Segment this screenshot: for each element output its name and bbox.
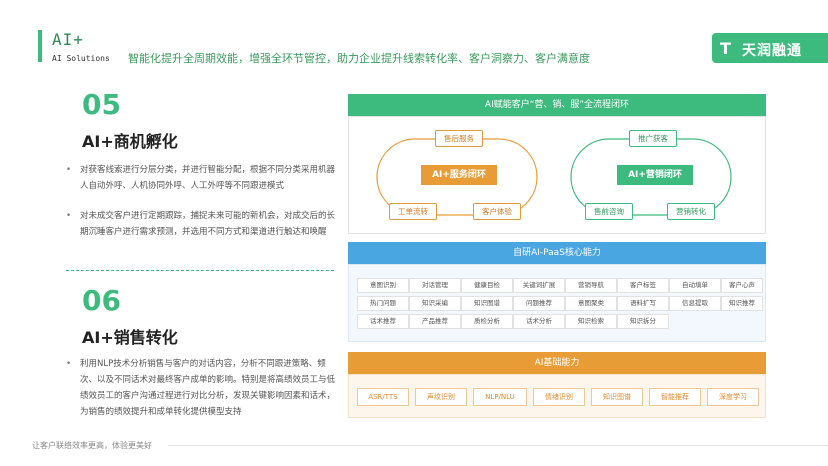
capability-chip: 营销导航 <box>565 278 617 293</box>
capability-chip: 知识拆分 <box>617 314 669 329</box>
section-title: AI+商机孵化 <box>82 132 178 151</box>
base-panel: ASR/TTS 声纹识别 NLP/NLU 情绪识别 知识图谱 智能推荐 深度学习 <box>348 374 766 418</box>
base-capability-chip: 知识图谱 <box>591 388 643 406</box>
base-capability-chip: ASR/TTS <box>357 388 409 406</box>
capability-chip: 关键词扩展 <box>513 278 565 293</box>
bullet-item: • 利用NLP技术分析销售与客户的对话内容，分析不同跟进策略、频次、以及不同话术… <box>66 356 342 420</box>
section-divider <box>66 270 334 271</box>
logo-text: 天润融通 <box>742 43 802 59</box>
bullet-text: 利用NLP技术分析销售与客户的对话内容，分析不同跟进策略、频次、以及不同话术对最… <box>80 359 336 417</box>
section-number: 05 <box>82 88 121 121</box>
loop-node: 营销转化 <box>667 203 715 220</box>
loop-node: 售后服务 <box>435 130 483 147</box>
capability-chip: 语料扩写 <box>617 296 669 311</box>
header-accent-bar <box>38 30 42 62</box>
service-loop-center: AI+服务闭环 <box>421 165 497 185</box>
loop-node: 推广获客 <box>629 130 677 147</box>
capability-chip: 知识推荐 <box>721 296 763 311</box>
section-title: AI+销售转化 <box>82 328 178 347</box>
base-panel-header: AI基础能力 <box>348 352 766 374</box>
section-number: 06 <box>82 284 121 317</box>
capability-chip: 质检分析 <box>461 314 513 329</box>
capability-chip: 意图识别 <box>357 278 409 293</box>
bullet-dot: • <box>66 211 72 221</box>
loop-panel-header: AI赋能客户“营、销、服”全流程闭环 <box>348 94 766 116</box>
base-capability-chip: NLP/NLU <box>473 388 527 406</box>
logo-mark-icon: T <box>720 39 731 58</box>
loop-node: 工单流转 <box>389 203 437 220</box>
capability-chip: 热门问题 <box>357 296 409 311</box>
capability-chip: 客户标签 <box>617 278 669 293</box>
footer-divider <box>168 445 828 446</box>
bullet-text: 对获客线索进行分层分类，并进行智能分配，根据不同分类采用机器人自动外呼、人机协同… <box>80 165 336 191</box>
capability-chip: 话术分析 <box>513 314 565 329</box>
base-capability-chip: 智能推荐 <box>649 388 701 406</box>
capability-chip: 话术推荐 <box>357 314 409 329</box>
bullet-dot: • <box>66 165 72 175</box>
paas-panel-header: 自研AI-PaaS核心能力 <box>348 242 766 264</box>
capability-chip: 对话管理 <box>409 278 461 293</box>
paas-panel: 意图识别 对话管理 健康目检 关键词扩展 营销导航 客户标签 自动填单 客户心声… <box>348 264 766 342</box>
loop-node: 客户体验 <box>473 203 521 220</box>
loop-panel: 售后服务 工单流转 客户体验 AI+服务闭环 推广获客 售前咨询 营销转化 AI… <box>348 116 766 234</box>
page-title: AI+ <box>52 30 84 49</box>
capability-chip: 问题推荐 <box>513 296 565 311</box>
bullet-text: 对未成交客户进行定期跟踪，捕捉未来可能的新机会，对成交后的长期沉睡客户进行需求预… <box>80 211 336 237</box>
page-subtitle: AI Solutions <box>52 54 110 63</box>
capability-chip: 客户心声 <box>721 278 763 293</box>
base-capability-chip: 情绪识别 <box>533 388 585 406</box>
capability-chip: 产品推荐 <box>409 314 461 329</box>
marketing-loop-center: AI+营销闭环 <box>617 165 693 185</box>
base-capability-chip: 深度学习 <box>707 388 759 406</box>
capability-chip: 意图聚类 <box>565 296 617 311</box>
page-tagline: 智能化提升全周期效能，增强全环节管控，助力企业提升线索转化率、客户洞察力、客户满… <box>128 52 590 65</box>
base-capability-chip: 声纹识别 <box>415 388 467 406</box>
capability-chip: 知识图谱 <box>461 296 513 311</box>
brand-logo: T 天润融通 <box>712 33 828 63</box>
capability-chip: 健康目检 <box>461 278 513 293</box>
capability-chip: 信息提取 <box>669 296 721 311</box>
footer-slogan: 让客户联络效率更高，体验更美好 <box>32 441 152 450</box>
bullet-item: • 对获客线索进行分层分类，并进行智能分配，根据不同分类采用机器人自动外呼、人机… <box>66 162 342 194</box>
bullet-item: • 对未成交客户进行定期跟踪，捕捉未来可能的新机会，对成交后的长期沉睡客户进行需… <box>66 208 342 240</box>
capability-chip: 知识采编 <box>409 296 461 311</box>
capability-chip: 自动填单 <box>669 278 721 293</box>
bullet-dot: • <box>66 359 72 369</box>
loop-node: 售前咨询 <box>585 203 633 220</box>
capability-chip: 知识检索 <box>565 314 617 329</box>
